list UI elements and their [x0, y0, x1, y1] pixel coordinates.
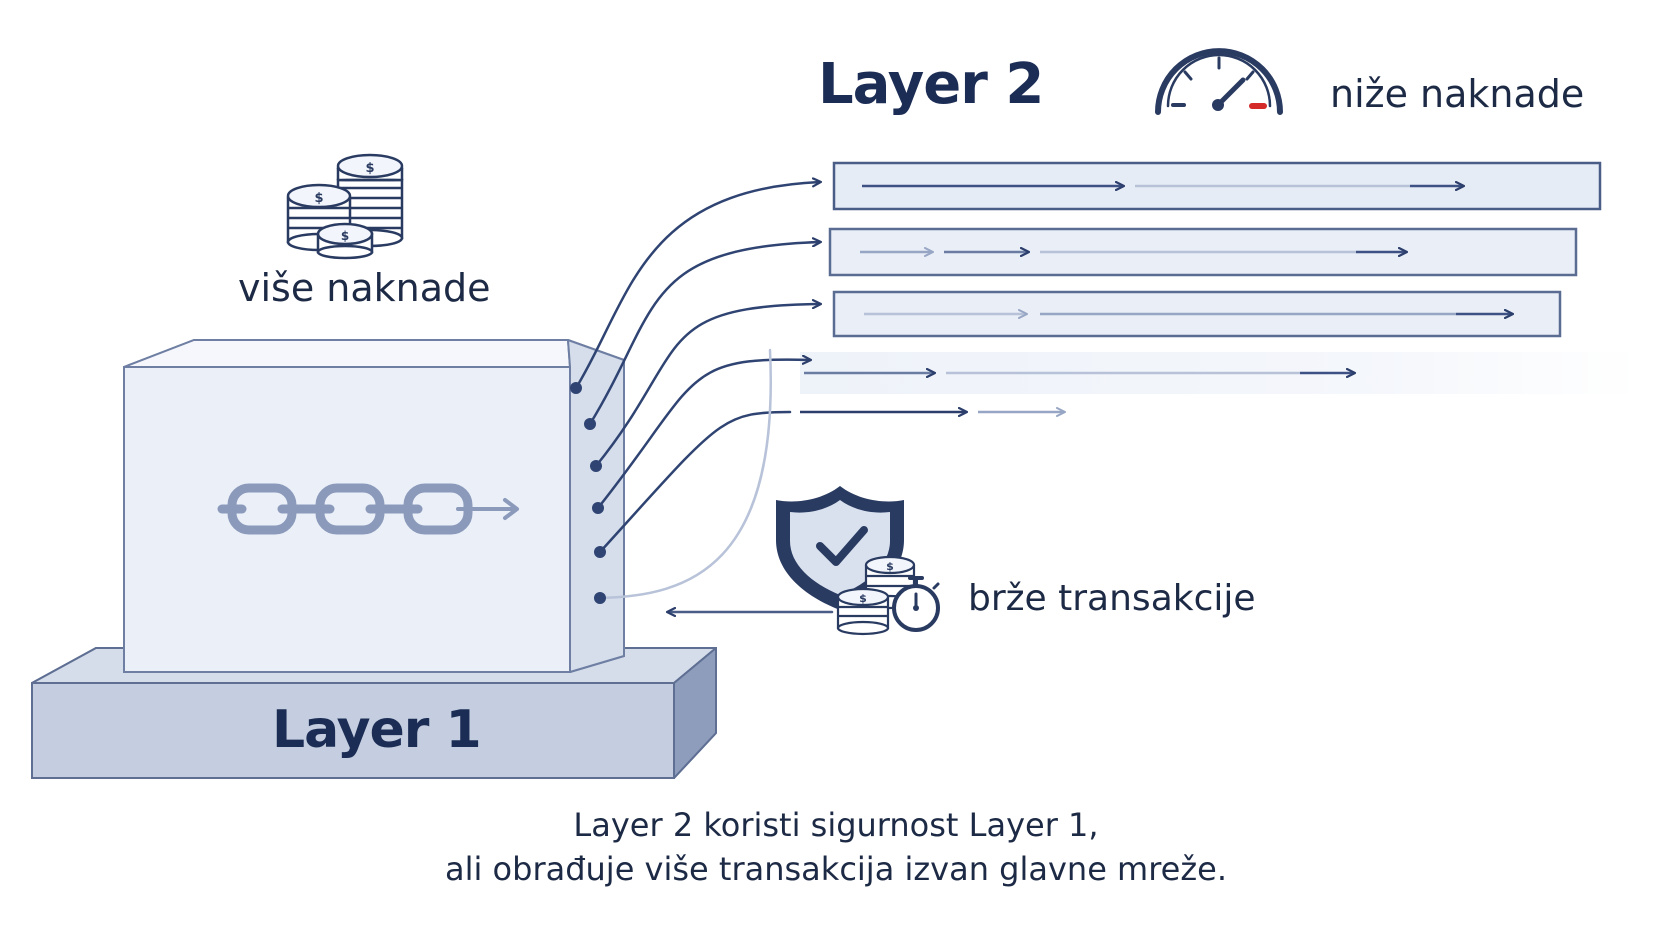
lane-4	[800, 351, 1640, 395]
svg-text:$: $	[886, 560, 894, 573]
connector-curves	[574, 182, 834, 612]
chain-link-icon	[217, 483, 519, 535]
connector-dots	[570, 382, 606, 604]
small-coin-dollar-signs: $ $	[859, 560, 894, 605]
small-coin-stack-icon	[836, 555, 916, 636]
faster-transactions-label: brže transakcije	[968, 578, 1256, 619]
stopwatch-icon	[892, 576, 940, 632]
layer2-title: Layer 2	[818, 52, 1044, 117]
coin-front	[316, 222, 374, 260]
lane-3	[832, 290, 1640, 338]
svg-text:$: $	[314, 191, 323, 206]
lower-fees-label: niže naknade	[1330, 72, 1585, 116]
layer1-title: Layer 1	[272, 700, 482, 760]
caption-line-1: Layer 2 koristi sigurnost Layer 1,	[573, 806, 1099, 844]
layer2-lanes	[800, 161, 1640, 417]
lane-1	[832, 161, 1602, 211]
svg-text:$: $	[859, 592, 867, 605]
layer1-base	[31, 647, 717, 779]
coin-dollar-signs: $ $ $	[314, 161, 374, 243]
svg-text:$: $	[365, 161, 374, 176]
svg-text:$: $	[341, 229, 349, 243]
speedometer-icon	[1155, 48, 1283, 115]
lane-2	[828, 227, 1640, 277]
higher-fees-label: više naknade	[238, 266, 491, 310]
caption-line-2: ali obrađuje više transakcija izvan glav…	[444, 850, 1228, 888]
coin-stack-icon	[286, 153, 404, 260]
